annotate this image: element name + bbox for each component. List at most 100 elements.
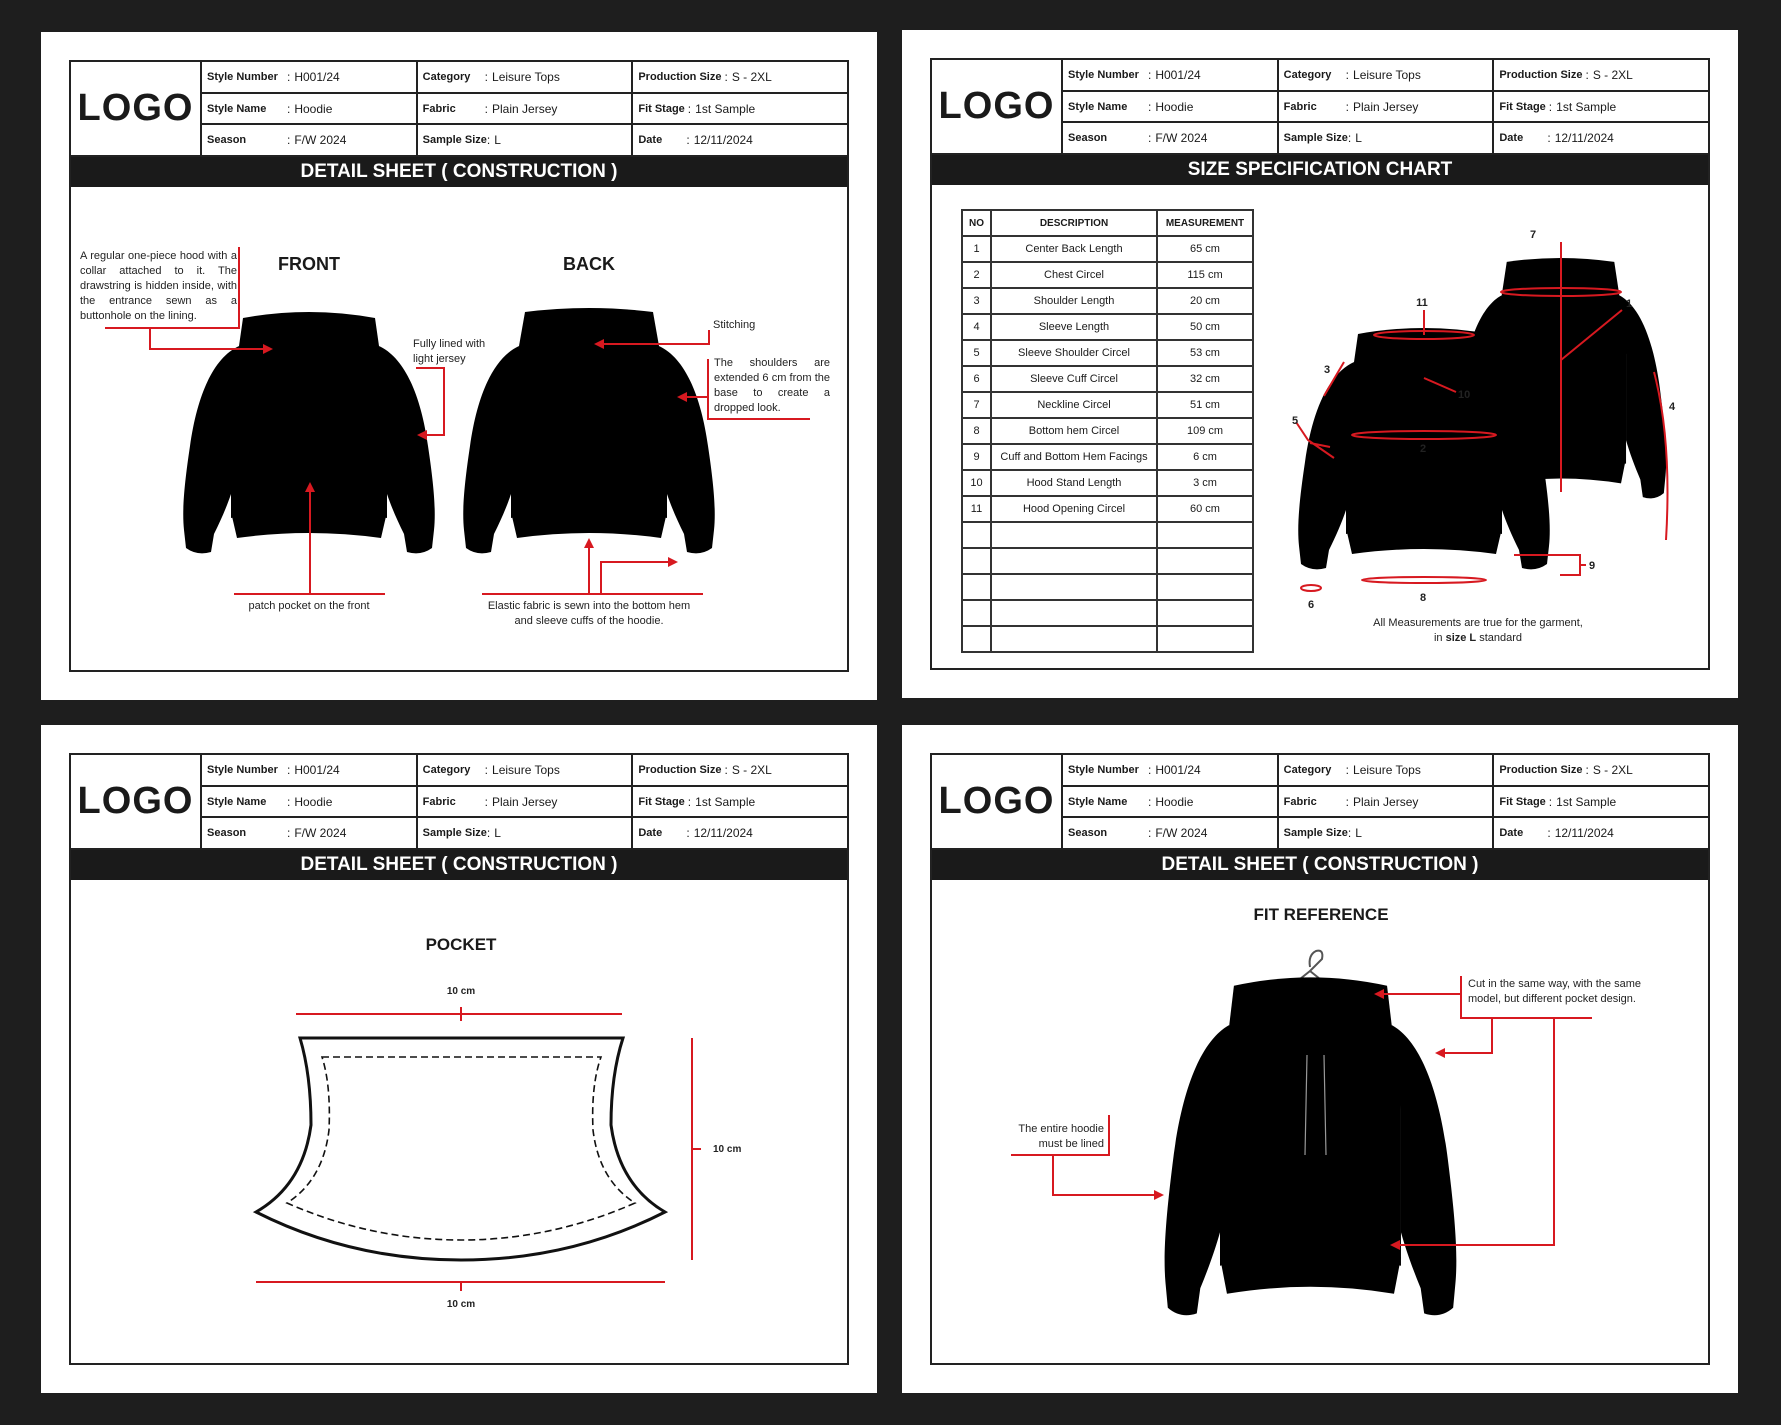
spec-field: Date:12/11/2024 <box>1494 818 1708 848</box>
spec-field: Category:Leisure Tops <box>417 755 632 787</box>
label-4: 4 <box>1669 401 1676 413</box>
spec-field-label: Date <box>638 134 663 147</box>
spec-field-value: F/W 2024 <box>1155 826 1208 841</box>
spec-field: Date:12/11/2024 <box>633 125 847 155</box>
logo: LOGO <box>71 755 202 848</box>
right-dimension-line <box>691 1038 701 1260</box>
colon: : <box>1148 131 1152 146</box>
colon: : <box>287 826 291 841</box>
spec-field: Season:F/W 2024 <box>1063 818 1277 848</box>
spec-field: Fabric:Plain Jersey <box>1278 787 1493 819</box>
spec-field: Fabric:Plain Jersey <box>417 94 632 126</box>
colon: : <box>1585 67 1589 82</box>
spec-field-value: H001/24 <box>294 762 340 777</box>
cell-empty <box>1156 547 1254 575</box>
cell-measurement: 32 cm <box>1156 365 1254 393</box>
cell-measurement: 65 cm <box>1156 235 1254 263</box>
colon: : <box>484 69 489 84</box>
colon: : <box>686 133 690 148</box>
spec-field-value: S - 2XL <box>1592 762 1633 777</box>
spec-field-value: Plain Jersey <box>1353 99 1419 114</box>
cell-empty <box>990 521 1158 549</box>
spec-field: Production Size:S - 2XL <box>633 62 848 94</box>
spec-field: Season:F/W 2024 <box>1063 123 1277 153</box>
cell-measurement: 53 cm <box>1156 339 1254 367</box>
spec-field-label: Style Number <box>207 70 278 83</box>
spec-field-label: Category <box>422 70 471 83</box>
spec-field-value: F/W 2024 <box>1155 131 1208 146</box>
cell-no: 6 <box>961 365 992 393</box>
col-header-description: DESCRIPTION <box>990 209 1158 237</box>
colon: : <box>1345 67 1350 82</box>
spec-field-label: Fabric <box>422 102 456 115</box>
colon: : <box>484 762 489 777</box>
spec-field-label: Fit Stage <box>638 795 685 808</box>
spec-field: Date:12/11/2024 <box>1494 123 1708 153</box>
spec-field-label: Fabric <box>422 795 456 808</box>
measurement-note-line-1: All Measurements are true for the garmen… <box>1373 617 1583 629</box>
spec-field: Fit Stage:1st Sample <box>1494 92 1709 124</box>
note-pocket: patch pocket on the front <box>248 600 370 612</box>
cell-description: Chest Circel <box>990 261 1158 289</box>
cell-no: 1 <box>961 235 992 263</box>
cell-description: Center Back Length <box>990 235 1158 263</box>
colon: : <box>486 826 491 841</box>
spec-field-label: Sample Size <box>422 827 487 840</box>
logo: LOGO <box>932 755 1063 848</box>
spec-field-label: Fit Stage <box>1499 100 1546 113</box>
spec-field-value: Leisure Tops <box>492 762 560 777</box>
cell-description: Sleeve Shoulder Circel <box>990 339 1158 367</box>
pocket-title: POCKET <box>425 935 497 954</box>
spec-field-value: Leisure Tops <box>1353 67 1421 82</box>
spec-field-value: L <box>1355 131 1362 146</box>
spec-field-value: L <box>1355 826 1362 841</box>
measurement-note-line-2: in size L standard <box>1434 631 1522 646</box>
fit-reference-photo <box>1011 949 1592 1316</box>
label-2: 2 <box>1420 443 1426 455</box>
spec-field-label: Category <box>422 763 471 776</box>
cell-empty <box>961 547 992 575</box>
spec-field-label: Production Size <box>1499 68 1583 81</box>
top-dimension-line <box>296 1007 622 1021</box>
spec-field-label: Style Number <box>1068 763 1139 776</box>
pocket-stitch-line <box>285 1056 637 1241</box>
cell-empty <box>990 599 1158 627</box>
spec-field: Style Name:Hoodie <box>202 94 416 126</box>
cell-no: 9 <box>961 443 992 471</box>
spec-field: Production Size:S - 2XL <box>633 755 848 787</box>
empty-table-row <box>961 521 1254 549</box>
spec-field: Season:F/W 2024 <box>202 818 416 848</box>
sheet-title: DETAIL SHEET ( CONSTRUCTION ) <box>71 157 847 187</box>
empty-table-row <box>961 547 1254 575</box>
spec-field-label: Style Name <box>207 795 267 808</box>
spec-field-label: Date <box>1499 827 1524 840</box>
spec-field: Category:Leisure Tops <box>1278 755 1493 787</box>
colon: : <box>484 794 489 809</box>
colon: : <box>1345 794 1350 809</box>
spec-field-label: Season <box>207 827 247 840</box>
cell-description: Hood Stand Length <box>990 469 1158 497</box>
fit-reference-title: FIT REFERENCE <box>1253 905 1389 924</box>
spec-field-value: 1st Sample <box>1556 99 1617 114</box>
spec-field-value: S - 2XL <box>731 762 772 777</box>
spec-field-value: S - 2XL <box>731 69 772 84</box>
cell-no: 7 <box>961 391 992 419</box>
sheet-title: DETAIL SHEET ( CONSTRUCTION ) <box>932 850 1708 880</box>
cell-no: 5 <box>961 339 992 367</box>
hoodie-photo <box>1164 977 1457 1316</box>
